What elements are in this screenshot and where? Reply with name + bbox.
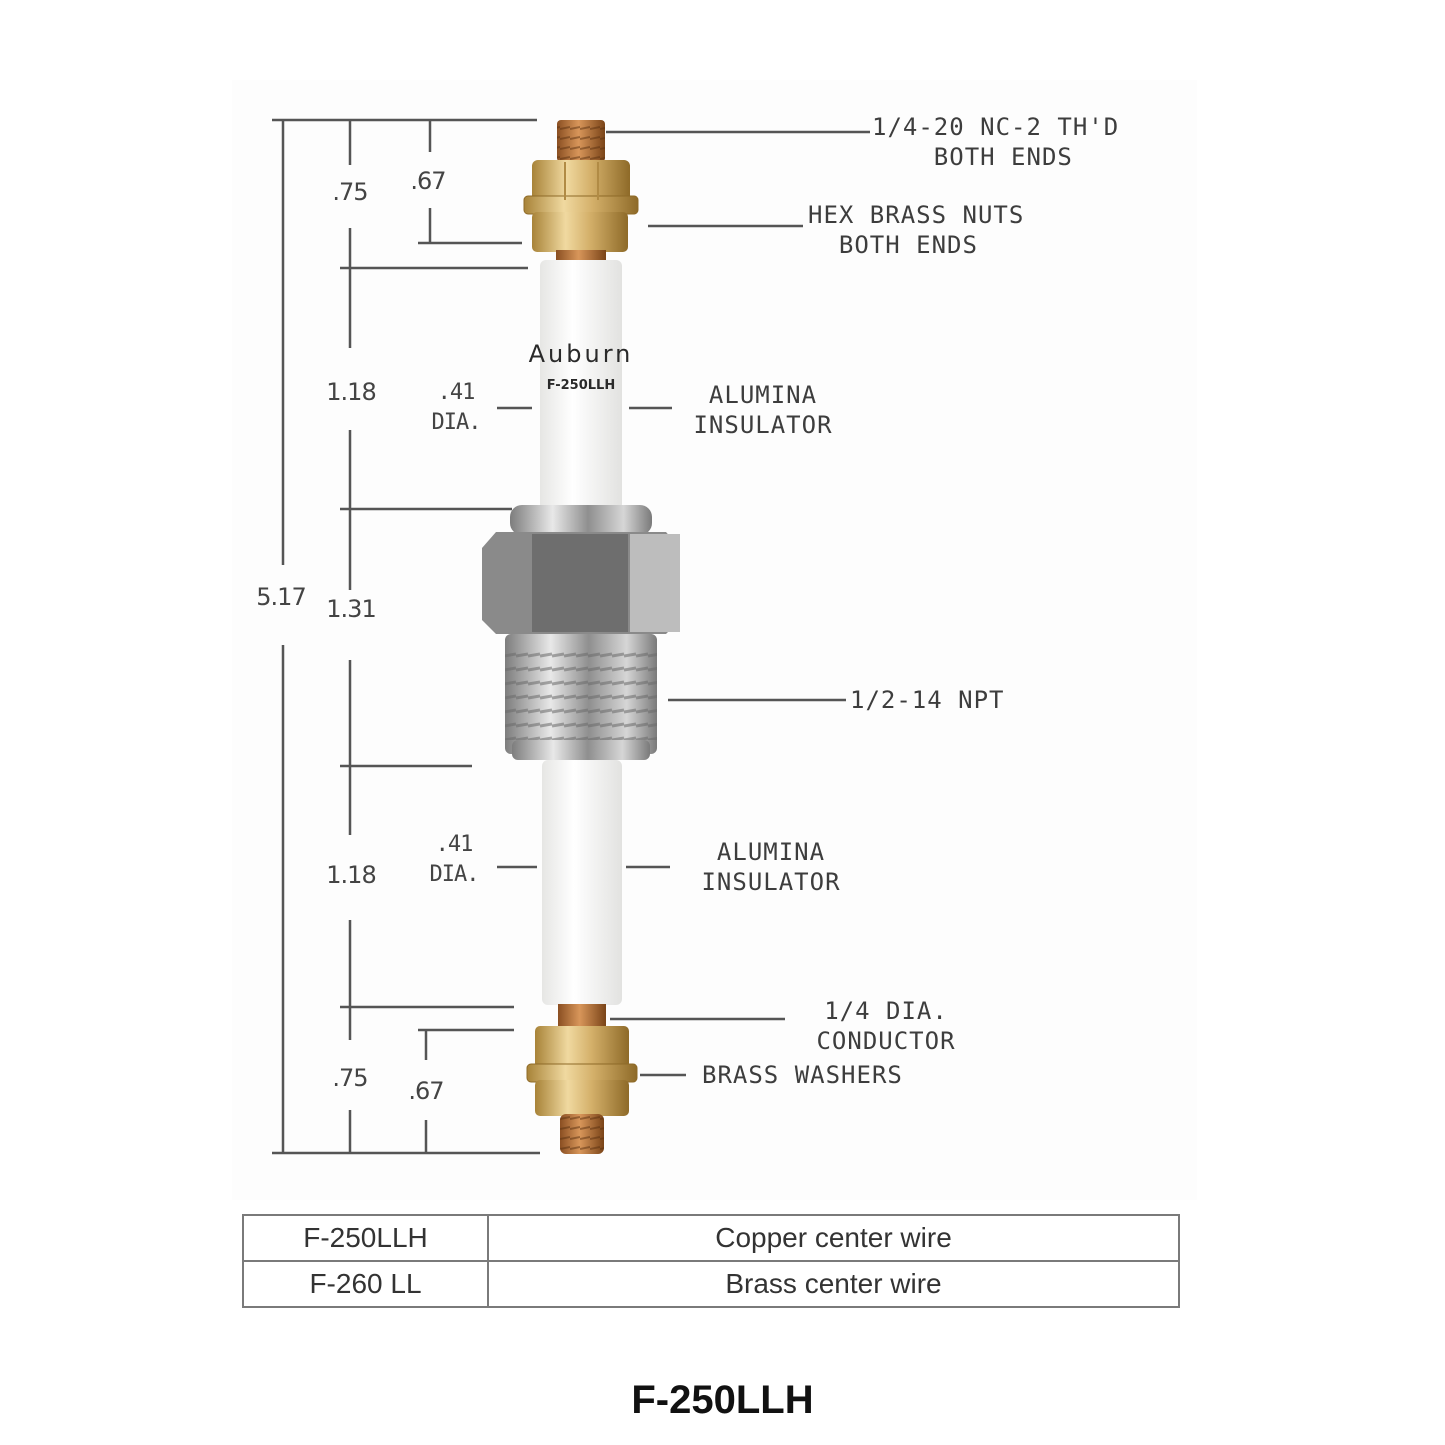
dim-upper-insulator-length: 1.18 xyxy=(326,378,376,406)
model-marking: F-250LLH xyxy=(546,378,616,393)
page-title: F-250LLH xyxy=(631,1378,814,1422)
dim-fitting-length: 1.31 xyxy=(326,595,376,623)
dim-bottom-terminal: .75 xyxy=(332,1064,368,1092)
table-row: F-250LLH Copper center wire xyxy=(242,1214,1180,1262)
callout-brass-washers: BRASS WASHERS xyxy=(702,1061,903,1089)
table-row: F-260 LL Brass center wire xyxy=(242,1260,1180,1308)
description-cell: Copper center wire xyxy=(487,1214,1180,1262)
dim-lower-insulator-dia: .41 DIA. xyxy=(429,832,480,887)
dim-lower-insulator-length: 1.18 xyxy=(326,861,376,889)
dim-top-thread: .67 xyxy=(410,167,446,195)
model-table: F-250LLH Copper center wire F-260 LL Bra… xyxy=(242,1214,1180,1308)
conductor xyxy=(558,1004,606,1030)
dim-bottom-thread: .67 xyxy=(408,1077,444,1105)
upper-insulator xyxy=(540,260,622,510)
description-cell: Brass center wire xyxy=(487,1260,1180,1308)
dim-top-terminal: .75 xyxy=(332,178,368,206)
lower-insulator xyxy=(542,760,622,1005)
dim-overall-length: 5.17 xyxy=(256,583,306,611)
drawing-background xyxy=(232,80,1197,1200)
callout-conductor: 1/4 DIA. CONDUCTOR xyxy=(816,997,956,1055)
callout-npt: 1/2-14 NPT xyxy=(850,686,1005,714)
model-cell: F-260 LL xyxy=(242,1260,489,1308)
dim-upper-insulator-dia: .41 DIA. xyxy=(431,380,482,435)
callout-lower-insulator: ALUMINA INSULATOR xyxy=(701,838,841,896)
callout-hex-nuts: HEX BRASS NUTS BOTH ENDS xyxy=(808,201,1025,259)
model-cell: F-250LLH xyxy=(242,1214,489,1262)
callout-thread: 1/4-20 NC-2 TH'D BOTH ENDS xyxy=(872,113,1120,171)
callout-upper-insulator: ALUMINA INSULATOR xyxy=(693,381,833,439)
brand-marking: Auburn xyxy=(528,340,634,368)
